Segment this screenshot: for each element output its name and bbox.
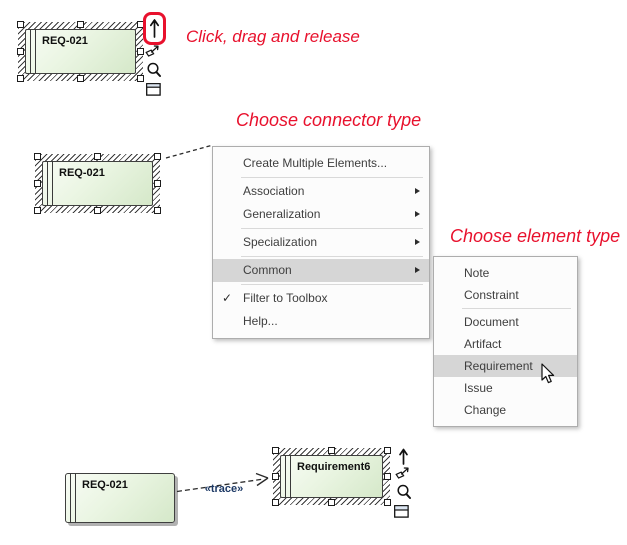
- resize-handle[interactable]: [93, 153, 101, 160]
- requirement-element-req021-bottom[interactable]: REQ-021: [65, 473, 175, 523]
- element-name-label: Requirement6: [297, 461, 371, 473]
- selection-frame-requirement6: Requirement6: [272, 447, 391, 506]
- resize-handle[interactable]: [17, 21, 24, 28]
- connector-context-menu: Create Multiple Elements... Association …: [212, 146, 430, 339]
- menu-item-label: Constraint: [464, 288, 519, 302]
- menu-item-label: Artifact: [464, 337, 502, 351]
- resize-handle[interactable]: [272, 447, 279, 454]
- checkmark-icon: ✓: [222, 291, 233, 305]
- magnifier-icon[interactable]: [396, 484, 412, 501]
- menu-item-label: Requirement: [464, 359, 533, 373]
- submenu-arrow-icon: [415, 239, 420, 245]
- resize-handle[interactable]: [137, 47, 144, 55]
- menu-item-label: Create Multiple Elements...: [243, 156, 388, 170]
- resize-handle[interactable]: [17, 47, 24, 55]
- menu-separator: [241, 284, 423, 285]
- resize-handle[interactable]: [137, 75, 144, 82]
- submenu-arrow-icon: [415, 267, 420, 273]
- menu-item-create-multiple-elements[interactable]: Create Multiple Elements...: [213, 152, 429, 175]
- menu-item-label: Generalization: [243, 207, 321, 221]
- quick-action-arrow-icon[interactable]: [144, 44, 161, 59]
- requirement-element-req021-mid[interactable]: REQ-021: [42, 161, 153, 206]
- menu-item-change[interactable]: Change: [434, 399, 577, 421]
- open-arrowhead: [255, 472, 269, 487]
- resize-handle[interactable]: [272, 472, 279, 480]
- resize-handle[interactable]: [34, 179, 41, 187]
- menu-item-generalization[interactable]: Generalization: [213, 203, 429, 226]
- element-name-label: REQ-021: [42, 35, 88, 47]
- resize-handle[interactable]: [17, 75, 24, 82]
- resize-handle[interactable]: [327, 447, 335, 454]
- annotation-choose-element: Choose element type: [450, 226, 621, 246]
- compartment-window-icon[interactable]: [394, 505, 409, 518]
- menu-item-label: Issue: [464, 381, 493, 395]
- resize-handle[interactable]: [76, 21, 84, 28]
- menu-item-label: Specialization: [243, 235, 318, 249]
- menu-item-label: Filter to Toolbox: [243, 291, 328, 305]
- quicklink-drag-line: [165, 144, 214, 159]
- resize-handle[interactable]: [384, 472, 391, 480]
- menu-item-filter-to-toolbox[interactable]: ✓ Filter to Toolbox: [213, 287, 429, 310]
- resize-handle[interactable]: [76, 75, 84, 82]
- menu-item-help[interactable]: Help...: [213, 310, 429, 333]
- menu-item-document[interactable]: Document: [434, 311, 577, 333]
- selection-frame-req021-top: REQ-021: [17, 21, 144, 82]
- menu-separator: [462, 308, 571, 309]
- resize-handle[interactable]: [154, 179, 161, 187]
- resize-handle[interactable]: [34, 207, 41, 214]
- menu-item-label: Help...: [243, 314, 278, 328]
- menu-item-note[interactable]: Note: [434, 262, 577, 284]
- quicklinker-up-arrow-icon[interactable]: [148, 16, 161, 40]
- menu-item-label: Note: [464, 266, 490, 280]
- element-type-submenu: Note Constraint Document Artifact Requir…: [433, 256, 578, 427]
- menu-item-issue[interactable]: Issue: [434, 377, 577, 399]
- menu-item-label: Document: [464, 315, 519, 329]
- magnifier-icon[interactable]: [146, 62, 162, 79]
- element-name-label: REQ-021: [82, 479, 128, 491]
- quicklinker-up-arrow-icon[interactable]: [397, 446, 410, 466]
- resize-handle[interactable]: [154, 153, 161, 160]
- element-name-label: REQ-021: [59, 167, 105, 179]
- menu-separator: [241, 177, 423, 178]
- resize-handle[interactable]: [327, 499, 335, 506]
- menu-item-label: Change: [464, 403, 507, 417]
- menu-item-artifact[interactable]: Artifact: [434, 333, 577, 355]
- submenu-arrow-icon: [415, 211, 420, 217]
- connector-stereotype-label: «trace»: [204, 483, 244, 495]
- menu-item-association[interactable]: Association: [213, 180, 429, 203]
- resize-handle[interactable]: [154, 207, 161, 214]
- menu-item-requirement[interactable]: Requirement: [434, 355, 577, 377]
- submenu-arrow-icon: [415, 188, 420, 194]
- menu-separator: [241, 228, 423, 229]
- mouse-cursor-icon: [541, 363, 555, 384]
- requirement-element-requirement6[interactable]: Requirement6: [280, 455, 383, 498]
- resize-handle[interactable]: [384, 447, 391, 454]
- resize-handle[interactable]: [34, 153, 41, 160]
- annotation-choose-connector: Choose connector type: [236, 110, 422, 130]
- resize-handle[interactable]: [384, 499, 391, 506]
- menu-item-constraint[interactable]: Constraint: [434, 284, 577, 306]
- resize-handle[interactable]: [272, 499, 279, 506]
- menu-item-label: Association: [243, 184, 305, 198]
- compartment-window-icon[interactable]: [146, 83, 161, 96]
- menu-item-common[interactable]: Common: [213, 259, 429, 282]
- selection-frame-req021-mid: REQ-021: [34, 153, 161, 214]
- resize-handle[interactable]: [93, 207, 101, 214]
- requirement-element-req021-top[interactable]: REQ-021: [25, 29, 136, 74]
- menu-item-specialization[interactable]: Specialization: [213, 231, 429, 254]
- menu-separator: [241, 256, 423, 257]
- highlight-rectangle: [143, 12, 166, 45]
- menu-item-label: Common: [243, 263, 292, 277]
- quick-action-arrow-icon[interactable]: [394, 466, 411, 481]
- annotation-click-drag: Click, drag and release: [186, 27, 360, 46]
